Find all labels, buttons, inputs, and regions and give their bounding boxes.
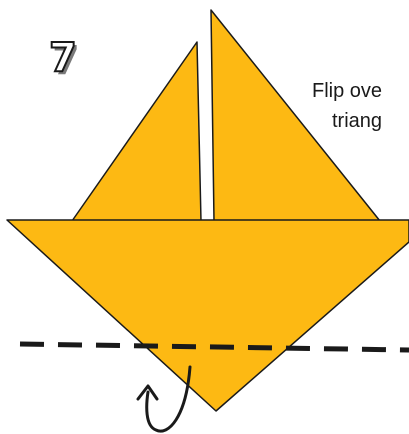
- left-sail: [71, 41, 202, 222]
- instruction-line-2: triang: [332, 110, 383, 132]
- fold-line: [19, 341, 409, 353]
- step-number: 7: [48, 35, 78, 81]
- instruction-text: Flip ove triang: [312, 76, 382, 136]
- flip-over-arrow-icon: [136, 365, 192, 433]
- boat-hull: [6, 219, 409, 412]
- instruction-line-1: Flip ove: [312, 80, 383, 102]
